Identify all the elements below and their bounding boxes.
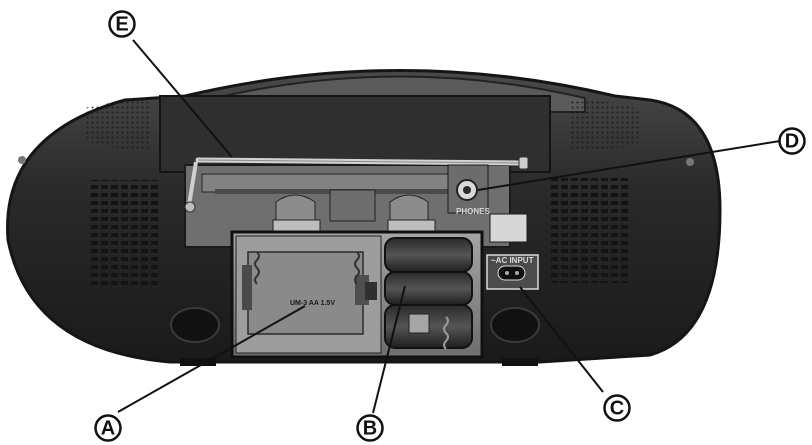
callout-line-e (132, 39, 233, 158)
callout-e: E (108, 10, 136, 38)
callout-b: B (356, 414, 384, 442)
callout-label-c: C (610, 397, 624, 419)
telescopic-antenna (184, 156, 529, 213)
callout-c: C (603, 394, 631, 422)
callout-circle-b (356, 414, 384, 442)
left-foot (170, 307, 220, 343)
phones-label: PHONES (456, 207, 490, 216)
left-vent (88, 180, 158, 285)
callout-line-a (117, 305, 306, 413)
callout-line-c (519, 286, 604, 393)
battery-tubes (384, 237, 473, 350)
ac-input-label: ~AC INPUT (491, 256, 534, 265)
callout-circle-a (94, 414, 122, 442)
callout-circle-c (603, 394, 631, 422)
callout-a: A (94, 414, 122, 442)
headphone-jack-area: PHONES (447, 164, 490, 216)
callout-label-d: D (785, 130, 799, 152)
callout-circle-e (108, 10, 136, 38)
callout-label-e: E (115, 13, 128, 35)
callout-d: D (778, 127, 806, 155)
bottom-left-foot (180, 358, 216, 366)
callout-lines (117, 39, 781, 414)
callout-label-b: B (363, 417, 377, 439)
callout-circle-d (778, 127, 806, 155)
battery-note-label: UM-3 AA 1.5V (290, 300, 335, 307)
ac-input-socket: ~AC INPUT (486, 254, 539, 290)
bottom-right-foot (502, 358, 538, 366)
fuse-plate (489, 213, 528, 243)
callout-label-a: A (101, 417, 115, 439)
right-foot (490, 307, 540, 343)
callout-line-b (372, 285, 406, 414)
callout-line-d (477, 140, 781, 191)
right-vent (548, 178, 628, 283)
